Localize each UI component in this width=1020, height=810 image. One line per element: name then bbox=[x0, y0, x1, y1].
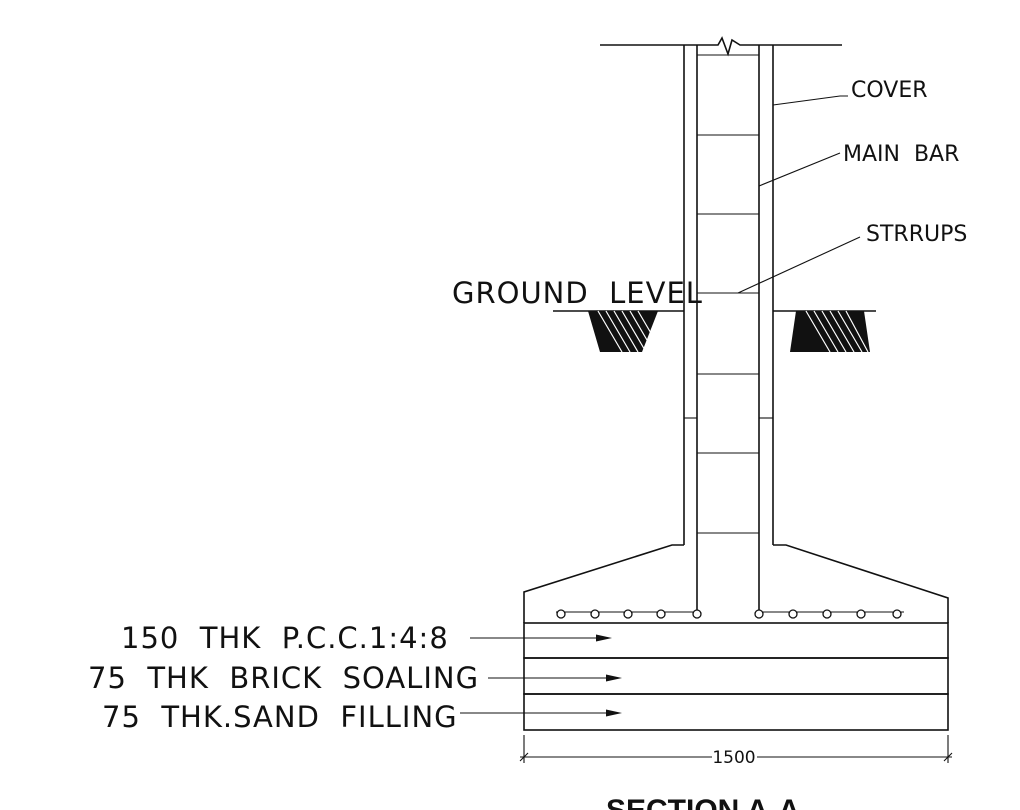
bar-circle bbox=[656, 609, 666, 619]
brick-soling-label: 75 THK BRICK SOALING bbox=[88, 661, 479, 695]
sand-filling-label: 75 THK.SAND FILLING bbox=[102, 700, 458, 734]
section-title: SECTION A-A bbox=[606, 794, 800, 810]
earth-hatch-right bbox=[790, 310, 870, 353]
main-bar-leader bbox=[758, 152, 841, 187]
dim-tick-left bbox=[519, 752, 529, 762]
ground-level-label: GROUND LEVEL bbox=[452, 276, 703, 310]
distribution-bars bbox=[556, 609, 902, 619]
bar-circle bbox=[892, 609, 902, 619]
dim-tick-right bbox=[943, 752, 953, 762]
bar-circle bbox=[623, 609, 633, 619]
bar-circle bbox=[788, 609, 798, 619]
cover-label: COVER bbox=[851, 78, 928, 103]
brick-arrow bbox=[606, 674, 622, 682]
bar-circle bbox=[556, 609, 566, 619]
sand-arrow bbox=[606, 709, 622, 717]
footing-outline bbox=[523, 544, 949, 623]
bar-circle bbox=[822, 609, 832, 619]
brick-soling-layer bbox=[523, 657, 949, 695]
top-break-line bbox=[600, 36, 842, 57]
main-bar-label: MAIN BAR bbox=[843, 142, 959, 167]
bar-circle bbox=[754, 609, 764, 619]
pcc-label: 150 THK P.C.C.1:4:8 bbox=[121, 621, 449, 655]
pcc-layer bbox=[523, 622, 949, 659]
bar-circle bbox=[856, 609, 866, 619]
pcc-arrow bbox=[596, 634, 612, 642]
stirrups-label: STRRUPS bbox=[866, 222, 967, 247]
dimension-text: 1500 bbox=[712, 748, 755, 768]
cover-leader bbox=[772, 95, 848, 106]
stirrups bbox=[697, 54, 759, 534]
sand-filling-layer bbox=[523, 693, 949, 731]
stirrups-leader bbox=[737, 236, 861, 294]
earth-hatch-left bbox=[588, 310, 663, 353]
bar-circle bbox=[692, 609, 702, 619]
dimension-1500: 1500 bbox=[519, 735, 953, 768]
bar-circle bbox=[590, 609, 600, 619]
